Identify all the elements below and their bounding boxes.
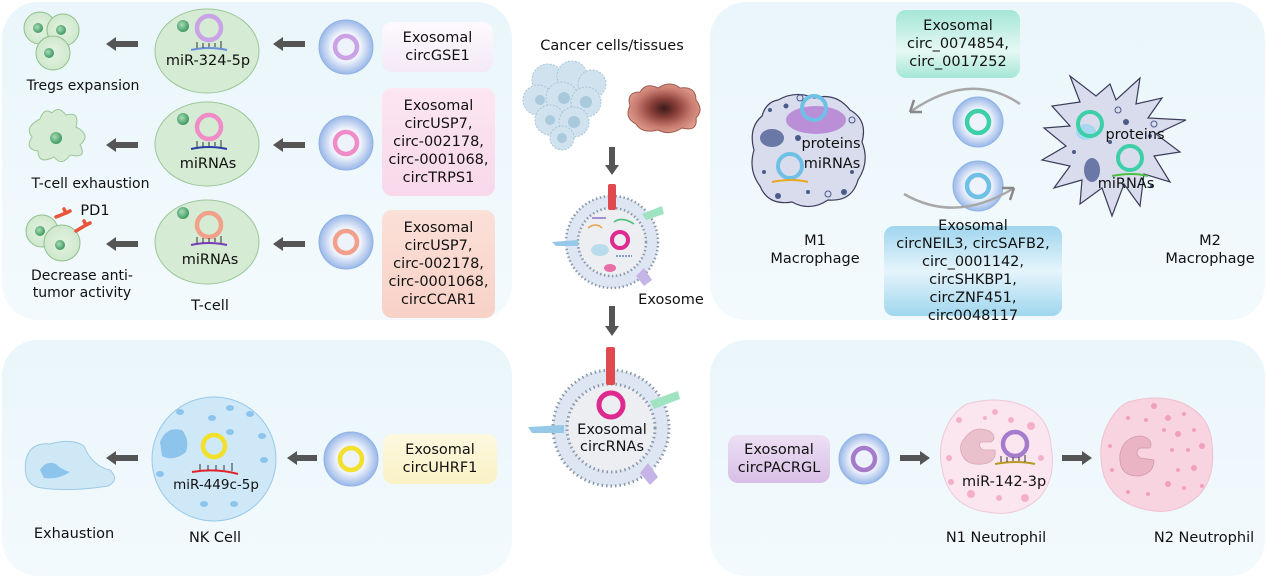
mirnas-label: miRNAs xyxy=(179,156,237,172)
tumor-tissue-icon xyxy=(627,83,701,134)
circusp7-trps1-box: Exosomal circUSP7, circ-002178, circ-000… xyxy=(382,88,495,196)
exosomal-circrnas-icon xyxy=(528,347,680,488)
n1-neutrophil-label: N1 Neutrophil xyxy=(945,530,1047,546)
pd1-tcells-icon xyxy=(25,207,92,262)
tregs-cells-icon xyxy=(23,11,80,71)
mirnas-label: miRNAs xyxy=(181,252,239,268)
arrow-left-icon xyxy=(106,451,138,465)
arrow-left-icon xyxy=(106,237,138,251)
box-line: Exosomal xyxy=(923,18,993,34)
tcell-icon xyxy=(154,101,260,187)
box-line: circNEIL3, circSAFB2, xyxy=(896,236,1050,252)
n2-neutrophil-icon xyxy=(1100,397,1214,512)
mirna-142-label: miR-142-3p xyxy=(962,474,1047,490)
nk-cell-icon xyxy=(151,396,277,522)
box-line: circ-002178, xyxy=(393,134,484,150)
n1-neutrophil-icon xyxy=(940,399,1053,514)
outcome-line: Decrease anti- xyxy=(31,268,133,284)
n2-neutrophil-label: N2 Neutrophil xyxy=(1153,530,1255,546)
label-line: Exosomal xyxy=(577,422,647,438)
tcell-icon xyxy=(154,199,260,285)
box-line: circ_0001142, circSHKBP1, xyxy=(921,254,1025,288)
arrow-left-icon xyxy=(273,237,305,251)
arrow-down-icon xyxy=(605,306,619,336)
tregs-expansion-label: Tregs expansion xyxy=(26,78,140,94)
box-line: circ-0001068, xyxy=(388,274,489,290)
outcome-line: tumor activity xyxy=(32,285,132,301)
circusp7-ccar1-box: Exosomal circUSP7, circ-002178, circ-000… xyxy=(382,210,495,318)
box-line: circUSP7, xyxy=(404,238,473,254)
box-line: circUHRF1 xyxy=(402,460,478,476)
m2-macrophage-icon xyxy=(1040,74,1187,218)
mirna-449c-label: miR-449c-5p xyxy=(173,477,259,493)
arrow-right-icon xyxy=(900,451,930,465)
mirna-324-label: miR-324-5p xyxy=(165,53,251,69)
box-line: Exosomal xyxy=(403,98,474,114)
cancer-cells-icon xyxy=(522,60,607,151)
arrow-right-icon xyxy=(1062,451,1092,465)
m2-mirnas-label: miRNAs xyxy=(1097,176,1155,192)
circ-0074854-box: Exosomal circ_0074854, circ_0017252 xyxy=(896,10,1020,78)
m1-macrophage-icon xyxy=(751,93,866,208)
m2-proteins-label: proteins xyxy=(1105,127,1165,143)
arrow-left-icon xyxy=(106,138,138,152)
box-line: circTRPS1 xyxy=(402,170,475,186)
box-line: Exosomal xyxy=(403,220,474,236)
exhausted-tcell-icon xyxy=(28,109,86,162)
curved-arrow-left-icon xyxy=(908,87,1021,114)
label-line: Macrophage xyxy=(770,251,860,267)
exosome-m1-to-m2-icon xyxy=(952,160,1004,212)
box-line: circ-0001068, xyxy=(388,152,489,168)
m1-proteins-label: proteins xyxy=(801,136,861,152)
exosomal-circrnas-label: Exosomal circRNAs xyxy=(570,422,654,456)
tcell-exhaustion-label: T-cell exhaustion xyxy=(31,176,150,192)
label-line: M1 xyxy=(804,233,826,249)
box-line: Exosomal xyxy=(744,442,814,458)
circpacrgl-box: Exosomal circPACRGL xyxy=(728,435,830,483)
box-line: Exosomal xyxy=(402,30,473,46)
arrow-left-icon xyxy=(106,37,138,51)
cancer-cells-label: Cancer cells/tissues xyxy=(540,38,684,54)
curved-arrow-right-icon xyxy=(903,186,1016,209)
arrow-left-icon xyxy=(273,138,305,152)
box-line: circZNF451, circ0048117 xyxy=(927,290,1019,324)
pd1-label: PD1 xyxy=(80,203,110,219)
box-line: Exosomal xyxy=(938,218,1008,234)
circgse1-box: Exosomal circGSE1 xyxy=(382,22,493,72)
tcell-icon xyxy=(154,8,260,94)
tcell-label: T-cell xyxy=(191,298,229,314)
label-line: circRNAs xyxy=(579,439,644,455)
m2-label: M2 Macrophage xyxy=(1160,232,1260,268)
exhausted-nk-cell-icon xyxy=(24,440,115,491)
exosome-circuhrf1-icon xyxy=(323,431,379,487)
label-line: M2 xyxy=(1199,233,1221,249)
decrease-antitumor-label: Decrease anti- tumor activity xyxy=(18,268,146,302)
circneil3-box: Exosomal circNEIL3, circSAFB2, circ_0001… xyxy=(884,218,1062,324)
exosome-circpacrgl-icon xyxy=(838,433,890,485)
arrow-left-icon xyxy=(287,451,317,465)
box-line: Exosomal xyxy=(405,442,475,458)
box-line: circ-002178, xyxy=(393,256,484,272)
box-line: circGSE1 xyxy=(405,48,470,64)
exosome-circgse1-icon xyxy=(318,19,374,75)
box-line: circCCAR1 xyxy=(400,292,477,308)
m1-mirnas-label: miRNAs xyxy=(803,156,861,172)
box-line: circUSP7, xyxy=(404,116,473,132)
arrow-down-icon xyxy=(605,147,619,175)
exosome-m2-to-m1-icon xyxy=(952,96,1004,148)
exosome-circusp7-icon xyxy=(318,115,374,171)
circuhrf1-box: Exosomal circUHRF1 xyxy=(383,434,497,484)
m1-label: M1 Macrophage xyxy=(760,232,870,268)
exosome-icon xyxy=(552,184,664,290)
nk-exhaustion-label: Exhaustion xyxy=(33,526,115,542)
exosome-label: Exosome xyxy=(638,292,704,308)
arrow-left-icon xyxy=(273,37,305,51)
box-line: circ_0017252 xyxy=(909,54,1007,70)
nk-cell-label: NK Cell xyxy=(188,530,242,546)
box-line: circPACRGL xyxy=(737,460,821,476)
box-line: circ_0074854, xyxy=(906,36,1010,52)
exosome-circccar1-icon xyxy=(318,214,374,270)
label-line: Macrophage xyxy=(1165,251,1255,267)
